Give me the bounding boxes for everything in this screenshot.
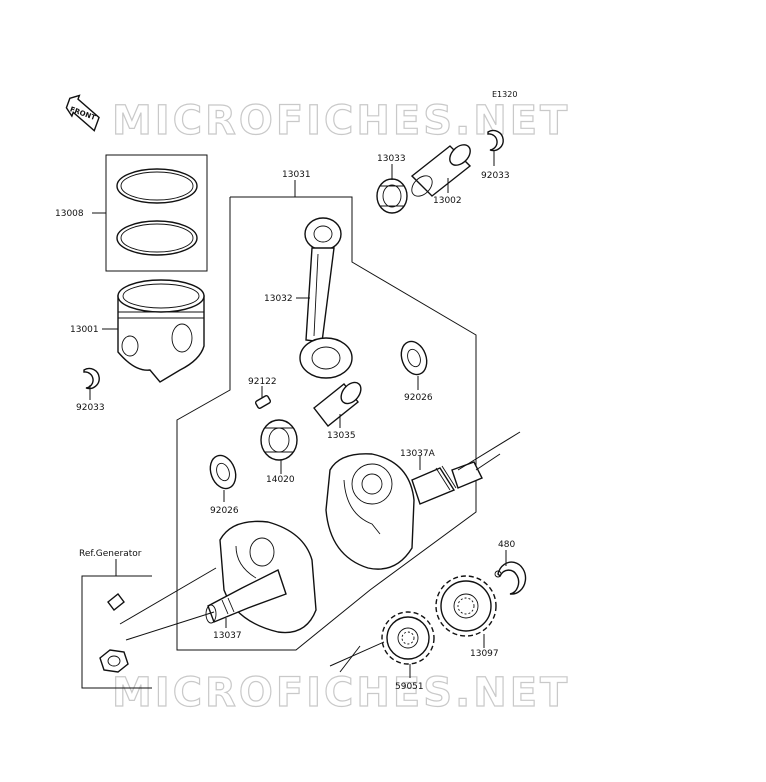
label-92026-left: 92026 [210,506,239,516]
label-13033: 13033 [377,154,406,164]
piston-pin [410,144,472,197]
label-13035: 13035 [327,431,356,441]
label-480: 480 [498,540,515,550]
label-92033-right: 92033 [481,171,510,181]
label-13097: 13097 [470,649,499,659]
label-13002: 13002 [433,196,462,206]
needle-bearing-small [376,178,408,214]
label-92033-left: 92033 [76,403,105,413]
label-13008: 13008 [55,209,84,219]
ref-generator-label: Ref.Generator [79,549,142,559]
woodruff-key [107,593,125,611]
label-13037: 13037 [213,631,242,641]
dowel-pin [254,395,272,409]
ref-generator-box [81,575,152,689]
gear-primary [435,575,497,637]
front-arrow-icon: FRONT [65,94,100,132]
label-13037A: 13037A [400,449,436,459]
gear-pump-drive [381,611,435,665]
piston [117,279,205,383]
needle-bearing-big-end [260,419,298,461]
watermark-top: MICROFICHES.NET [112,98,570,144]
label-14020: 14020 [266,475,295,485]
connecting-rod [299,217,353,379]
circlip-left [83,367,100,390]
watermark-bottom: MICROFICHES.NET [112,670,570,716]
label-59051: 59051 [395,682,424,692]
thrust-washer-left [209,454,237,490]
crankshaft-right-half [325,453,483,570]
label-13001: 13001 [70,325,99,335]
label-92026-right: 92026 [404,393,433,403]
snap-ring [494,561,527,595]
thrust-washer-right [400,340,428,376]
crankshaft-left-half [205,520,317,634]
piston-rings [116,168,198,256]
circlip-right [487,129,504,152]
diagram-code: E1320 [492,90,517,99]
label-92122: 92122 [248,377,277,387]
label-13031: 13031 [282,170,311,180]
crank-pin [313,381,362,427]
crank-assembly-outline [176,196,477,651]
flywheel-nut [99,649,129,673]
label-13032: 13032 [264,294,293,304]
